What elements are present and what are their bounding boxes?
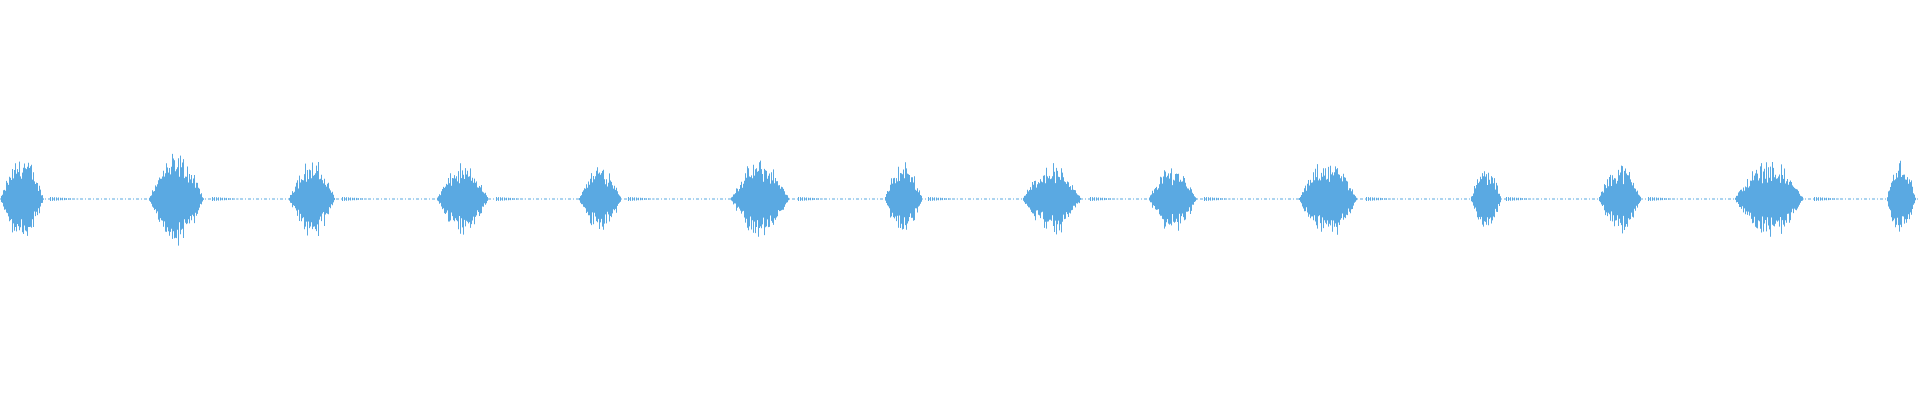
waveform-burst-trace [437,163,525,235]
waveform-burst-trace [1599,165,1677,234]
waveform-burst [1471,171,1535,227]
waveform-burst [437,163,525,235]
waveform-burst-trace [1,161,79,236]
waveform-burst [149,153,241,246]
waveform-burst-trace [1735,162,1843,237]
waveform-burst [1887,160,1916,232]
waveform-burst-trace [885,162,957,230]
waveform-burst [1599,165,1677,234]
waveform-burst-trace [579,167,657,230]
waveform-burst [1735,162,1843,237]
waveform-burst [289,162,371,236]
waveform-burst-trace [289,162,371,236]
waveform-burst-trace [1149,168,1233,231]
waveform-burst [1,161,79,236]
waveform-burst-trace [1471,171,1535,227]
waveform-burst [1299,164,1395,235]
waveform-burst [1149,168,1233,231]
waveform-burst-trace [1887,160,1916,232]
waveform-burst-trace [1299,164,1395,235]
waveform-burst-trace [1023,163,1119,235]
waveform-burst [885,162,957,230]
waveform-burst [731,160,827,237]
waveform-burst [1023,163,1119,235]
waveform-burst-trace [731,160,827,237]
waveform-bursts [1,153,1916,246]
waveform-burst [579,167,657,230]
waveform-burst-trace [149,153,241,246]
